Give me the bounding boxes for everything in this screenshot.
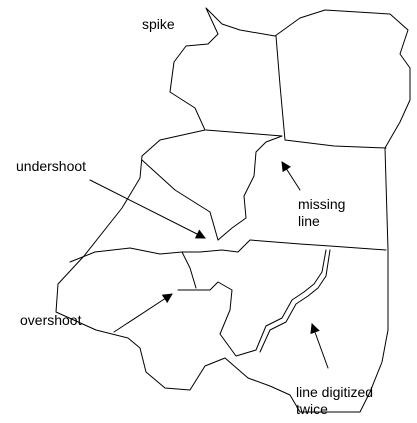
missing-line-label: missing line (298, 196, 346, 229)
line-digitized-twice-b (259, 249, 331, 353)
middle-boundary (217, 135, 283, 241)
top-internal-boundary (205, 129, 283, 137)
line-digitized-twice-a (255, 249, 327, 351)
undershoot-arrow (89, 179, 206, 239)
overshoot-line (181, 251, 197, 289)
overshoot-label: overshoot (20, 312, 82, 328)
outer-boundary (55, 7, 411, 413)
upper-right-boundary (284, 139, 387, 149)
spike-label: spike (142, 16, 175, 32)
undershoot-label: undershoot (16, 158, 87, 174)
overshoot-arrow (113, 293, 173, 333)
line-digitized-twice-label: line digitized twice (296, 384, 374, 417)
lower-right-boundary (249, 239, 387, 251)
overshoot-boundary (177, 281, 257, 357)
middle-lower-boundary (69, 239, 251, 263)
top-vertical-boundary (275, 35, 286, 141)
line-digitized-twice-arrow (310, 323, 329, 369)
missing-line-arrow (281, 161, 301, 191)
undershoot-line (141, 159, 219, 241)
